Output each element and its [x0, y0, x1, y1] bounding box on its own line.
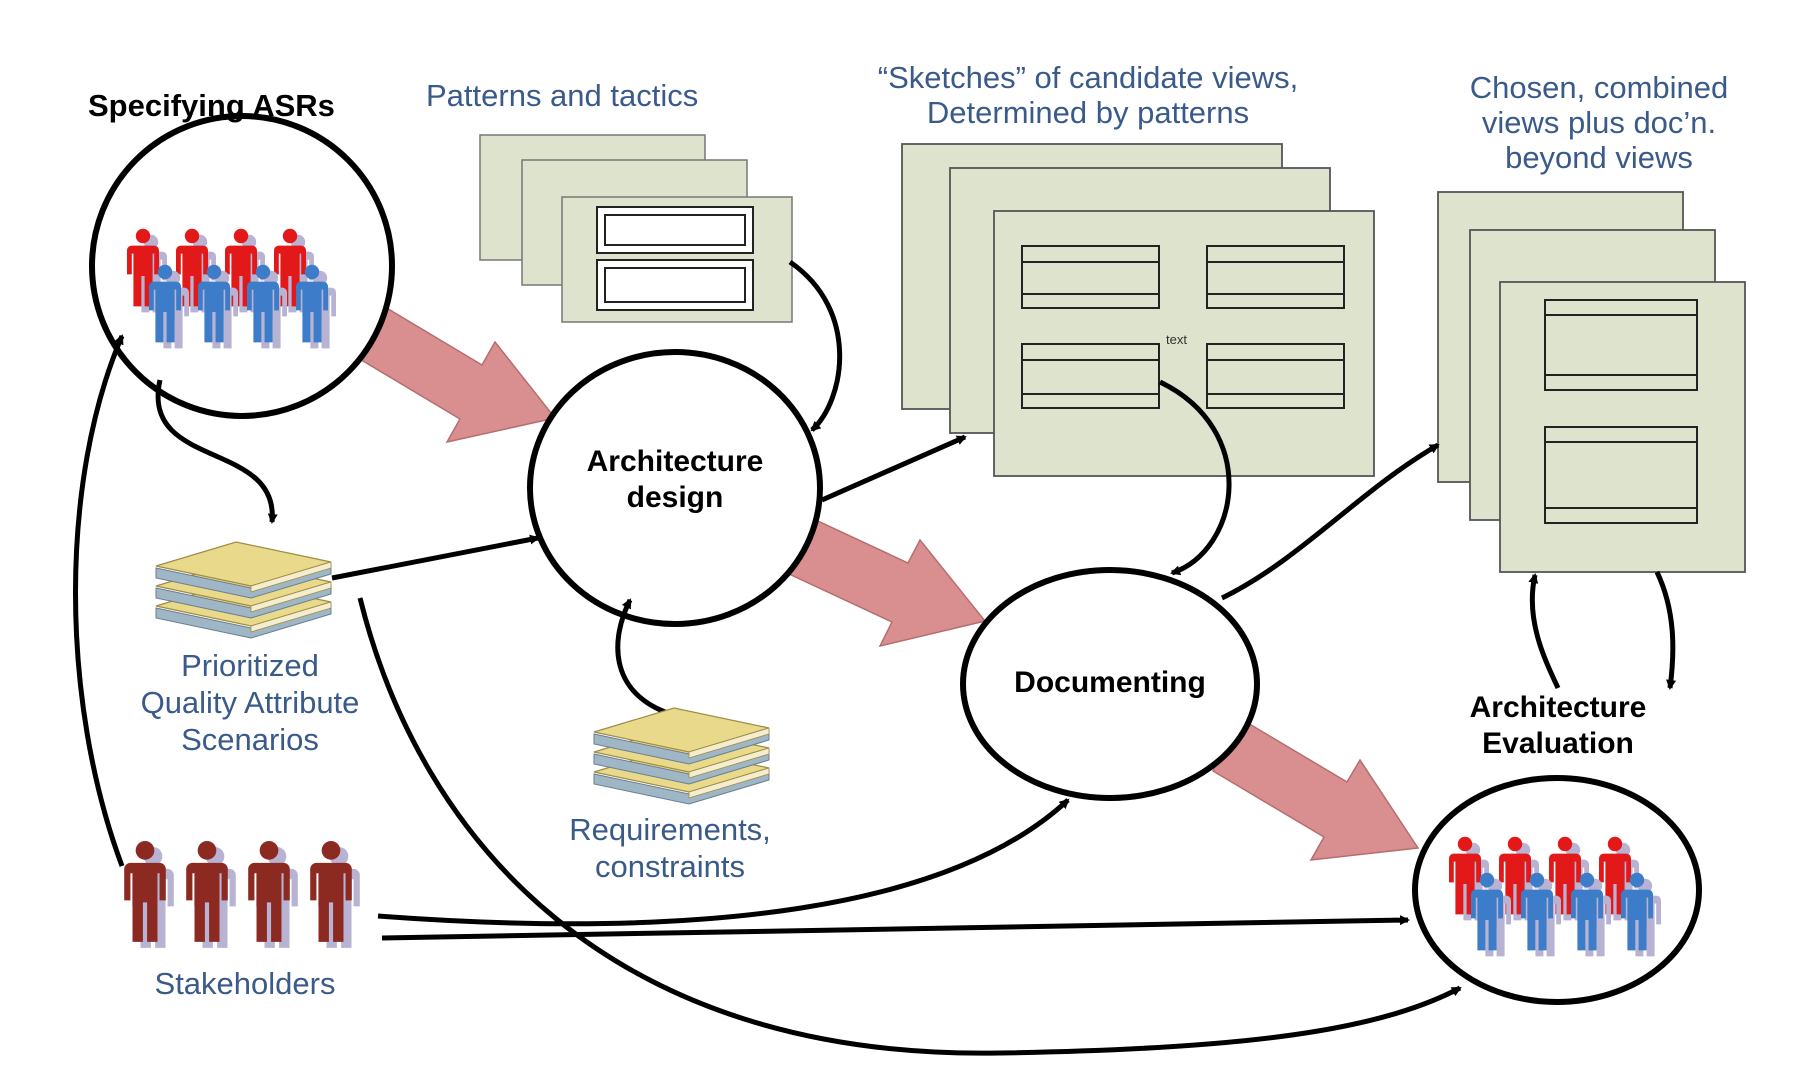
arrow-scenarios-to-design	[331, 534, 540, 581]
sketches-label-line1: “Sketches” of candidate views,	[877, 60, 1299, 95]
book-stacks	[155, 541, 770, 805]
chosen-views-label-line1: Chosen, combined	[1469, 70, 1729, 105]
arrow-requirements-to-design	[615, 598, 666, 715]
arrow-sketches-to-documenting	[1158, 379, 1232, 576]
arrow-stakeholders-to-evaluation	[381, 915, 1410, 941]
architecture-evaluation-label-line1: Architecture	[1469, 691, 1647, 724]
patterns-tactics-sheets	[479, 134, 793, 323]
architecture-design-label-line1: Architecture	[586, 445, 764, 478]
flow-arrow-documenting-to-evaluation	[1212, 714, 1420, 861]
arrow-asrs-to-scenarios	[155, 379, 278, 524]
chosen-views-sheets	[1437, 191, 1746, 573]
patterns-tactics-label: Patterns and tactics	[426, 78, 699, 113]
candidate-views-sheets	[901, 143, 1375, 477]
prioritized-scenarios-label-line2: Quality Attribute	[140, 685, 360, 720]
specifying-asrs-label: Specifying ASRs	[88, 88, 335, 123]
architecture-design-circle	[527, 349, 823, 627]
requirements-label: Requirements, constraints	[530, 814, 810, 882]
documenting-circle	[960, 567, 1260, 801]
arrow-stakeholders-to-documenting	[377, 798, 1070, 927]
arrow-patterns-to-design	[788, 259, 843, 432]
text-note: text	[1166, 332, 1187, 347]
chosen-views-label-line3: beyond views	[1505, 140, 1693, 175]
sketches-label: “Sketches” of candidate views, Determine…	[818, 62, 1358, 128]
architecture-design-label-line2: design	[626, 481, 724, 514]
architecture-evaluation-label: Architecture Evaluation	[1430, 693, 1686, 759]
chosen-views-label: Chosen, combined views plus doc’n. beyon…	[1428, 72, 1770, 173]
arrow-chosen-to-evaluation	[1654, 570, 1676, 690]
architecture-evaluation-label-line2: Evaluation	[1482, 727, 1634, 760]
scenarios-books-icon	[155, 541, 332, 639]
prioritized-scenarios-label-line3: Scenarios	[181, 722, 319, 757]
requirements-label-line1: Requirements,	[569, 812, 771, 847]
chosen-views-label-line2: views plus doc’n.	[1481, 105, 1717, 140]
sketches-label-line2: Determined by patterns	[926, 95, 1250, 130]
arrow-design-to-sketches	[820, 434, 967, 503]
stakeholders-label: Stakeholders	[154, 966, 336, 1001]
flow-arrow-design-to-documenting	[788, 513, 987, 648]
architecture-design-label: Architecture design	[550, 447, 800, 513]
arrow-documenting-to-chosen	[1220, 442, 1440, 601]
arrow-evaluation-to-chosen	[1528, 573, 1561, 690]
documenting-label: Documenting	[1014, 666, 1206, 699]
arrow-stakeholders-to-asrs	[73, 334, 125, 867]
requirements-books-icon	[593, 707, 770, 805]
prioritized-scenarios-label: Prioritized Quality Attribute Scenarios	[100, 650, 400, 755]
prioritized-scenarios-label-line1: Prioritized	[181, 648, 319, 683]
arrow-scenarios-to-evaluation	[357, 597, 1462, 1056]
requirements-label-line2: constraints	[595, 849, 745, 884]
